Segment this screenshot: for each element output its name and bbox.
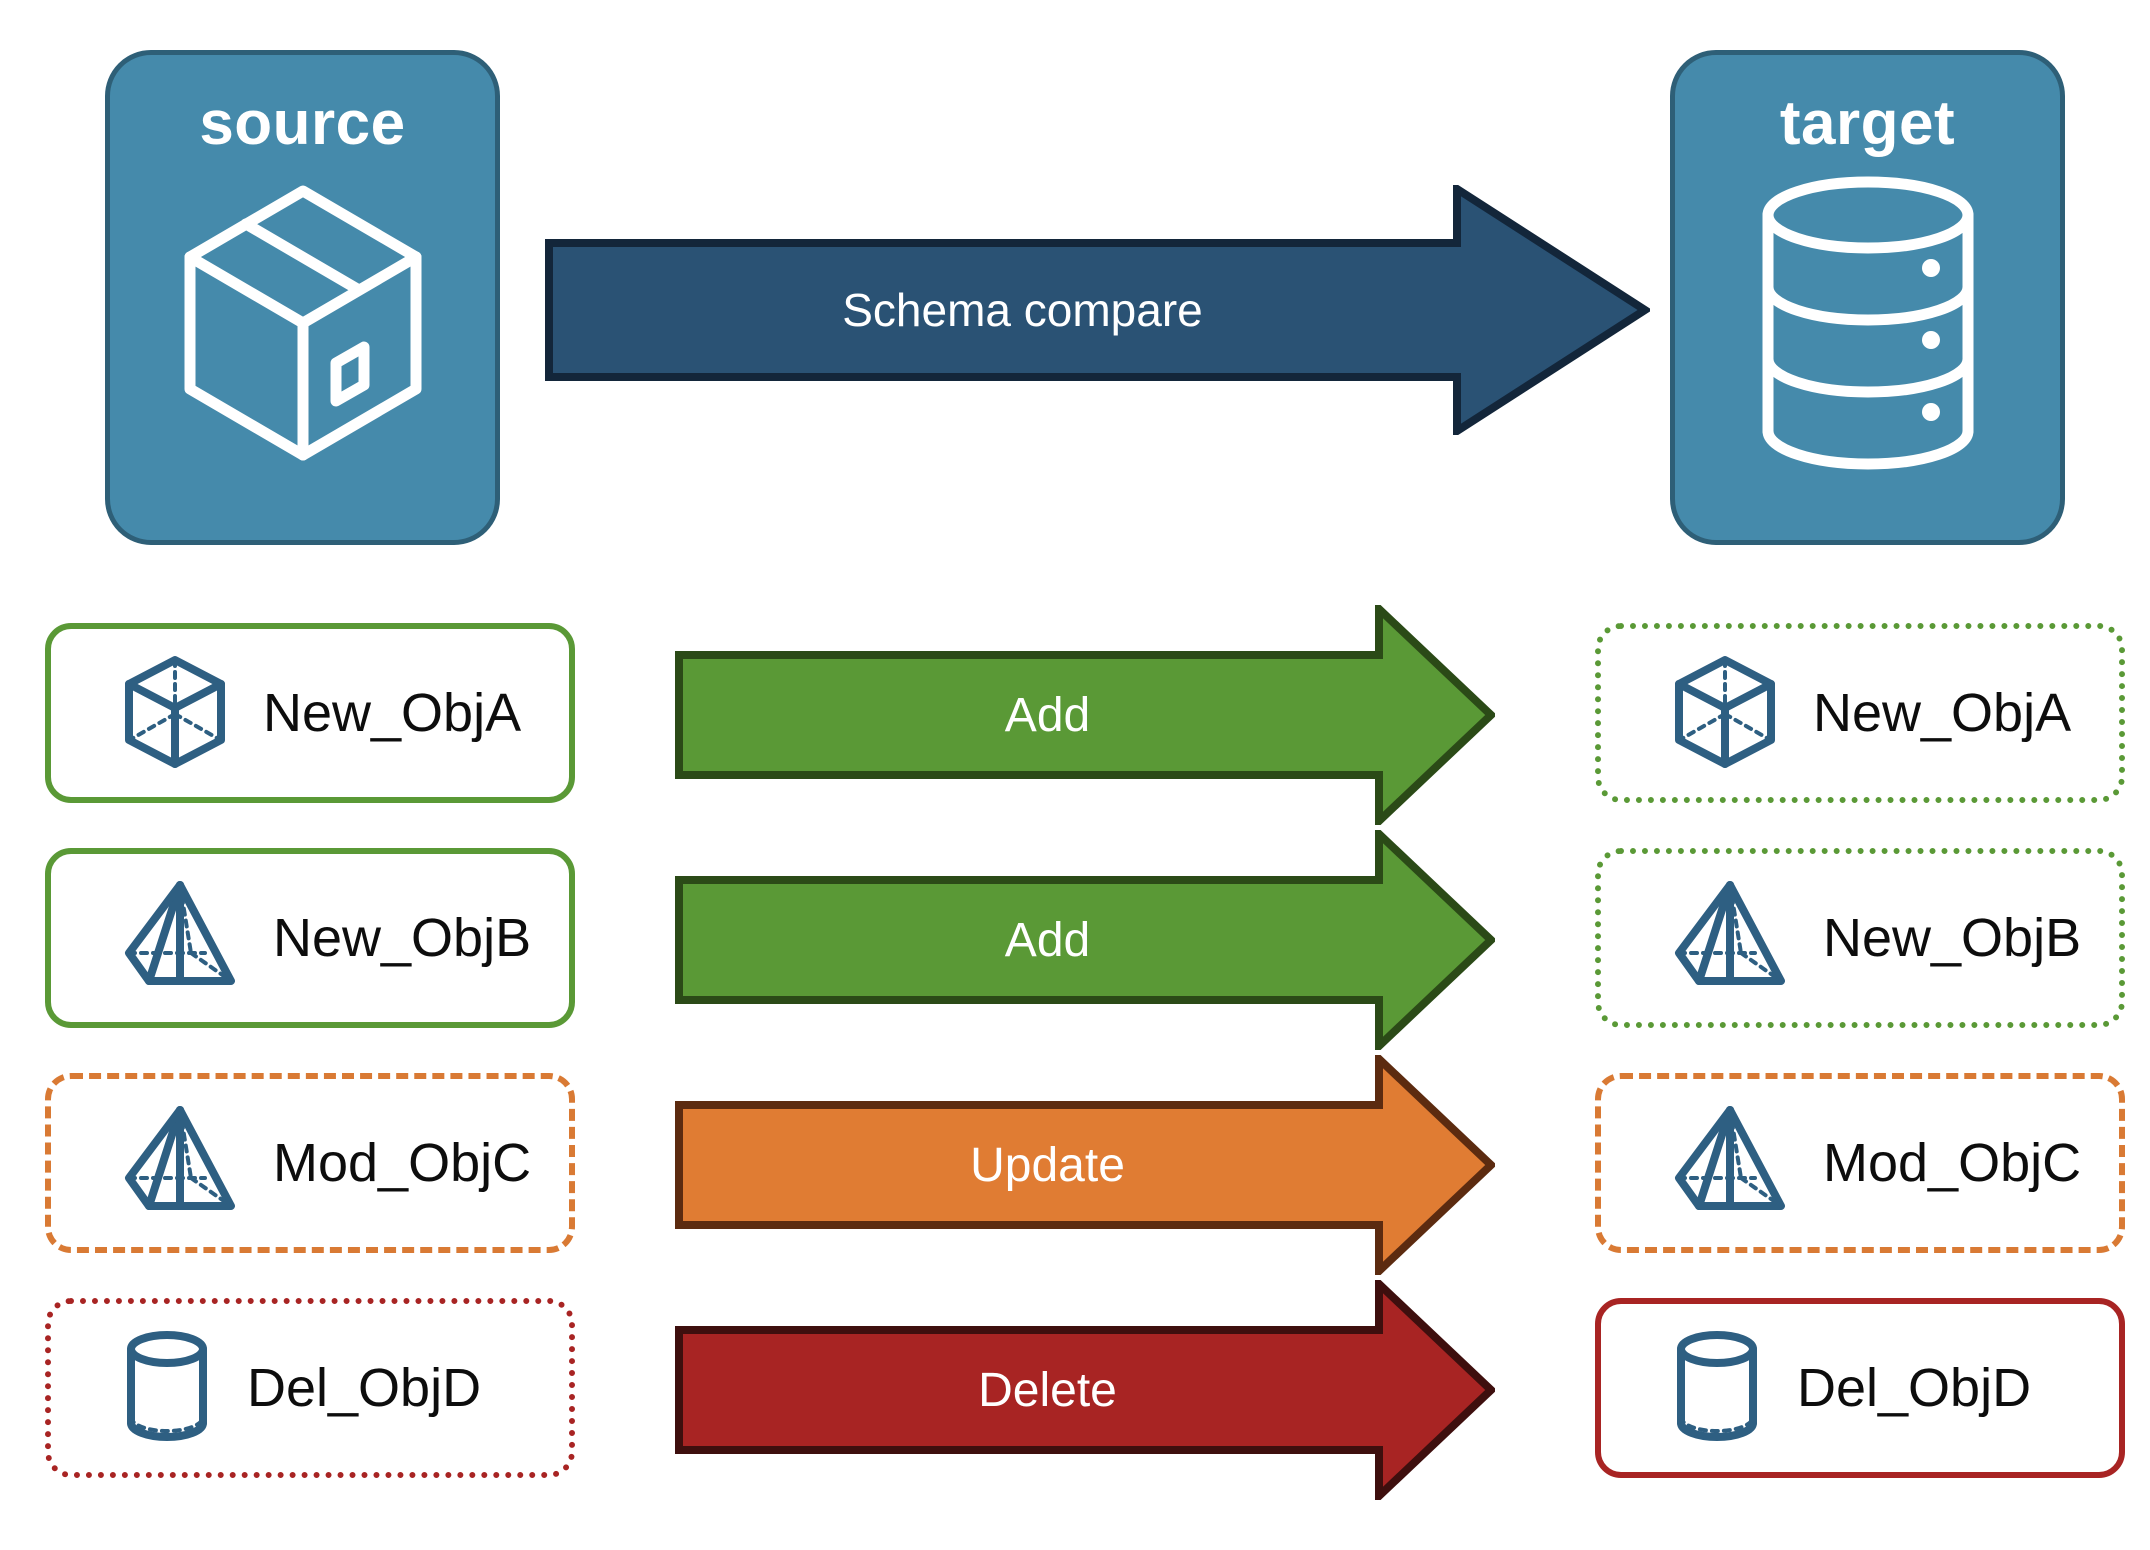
source-object-card[interactable]: Del_ObjD xyxy=(45,1298,575,1478)
right-arrow-icon xyxy=(675,1274,1497,1506)
wireframe-pyramid-icon xyxy=(1671,1102,1789,1225)
source-object-card[interactable]: New_ObjB xyxy=(45,848,575,1028)
source-endpoint-card: source xyxy=(105,50,500,545)
source-object-card[interactable]: Mod_ObjC xyxy=(45,1073,575,1253)
wireframe-cylinder-icon xyxy=(1671,1327,1763,1450)
right-arrow-icon xyxy=(675,1049,1497,1281)
wireframe-cube-icon xyxy=(1671,652,1779,775)
comparison-row: New_ObjB Add xyxy=(0,824,2150,1056)
update-action-arrow[interactable]: Update xyxy=(675,1049,1497,1281)
comparison-row: Del_ObjD Delete Del_ObjD xyxy=(0,1274,2150,1506)
wireframe-pyramid-icon xyxy=(1671,877,1789,1000)
add-action-arrow[interactable]: Add xyxy=(675,599,1497,831)
object-label: New_ObjB xyxy=(1823,908,2082,968)
object-label: Mod_ObjC xyxy=(1823,1133,2082,1193)
target-endpoint-card: target xyxy=(1670,50,2065,545)
wireframe-cylinder-icon xyxy=(121,1327,213,1450)
object-label: Mod_ObjC xyxy=(273,1133,532,1193)
target-object-card[interactable]: Mod_ObjC xyxy=(1595,1073,2125,1253)
wireframe-cube-icon xyxy=(121,652,229,775)
database-cylinder-icon xyxy=(1743,173,1993,478)
source-title: source xyxy=(199,89,406,158)
add-action-arrow[interactable]: Add xyxy=(675,824,1497,1056)
target-title: target xyxy=(1779,89,1956,158)
package-box-icon xyxy=(168,173,438,478)
right-arrow-icon xyxy=(545,181,1653,439)
target-object-card[interactable]: New_ObjB xyxy=(1595,848,2125,1028)
target-object-card[interactable]: Del_ObjD xyxy=(1595,1298,2125,1478)
object-label: New_ObjA xyxy=(1813,683,2072,743)
object-label: Del_ObjD xyxy=(1797,1358,2032,1418)
wireframe-pyramid-icon xyxy=(121,1102,239,1225)
target-object-card[interactable]: New_ObjA xyxy=(1595,623,2125,803)
right-arrow-icon xyxy=(675,824,1497,1056)
wireframe-pyramid-icon xyxy=(121,877,239,1000)
source-object-card[interactable]: New_ObjA xyxy=(45,623,575,803)
schema-compare-arrow: Schema compare xyxy=(545,181,1653,439)
object-label: New_ObjB xyxy=(273,908,532,968)
object-label: Del_ObjD xyxy=(247,1358,482,1418)
right-arrow-icon xyxy=(675,599,1497,831)
delete-action-arrow[interactable]: Delete xyxy=(675,1274,1497,1506)
object-label: New_ObjA xyxy=(263,683,522,743)
comparison-row: Mod_ObjC Update xyxy=(0,1049,2150,1281)
comparison-row: New_ObjA Add xyxy=(0,599,2150,831)
